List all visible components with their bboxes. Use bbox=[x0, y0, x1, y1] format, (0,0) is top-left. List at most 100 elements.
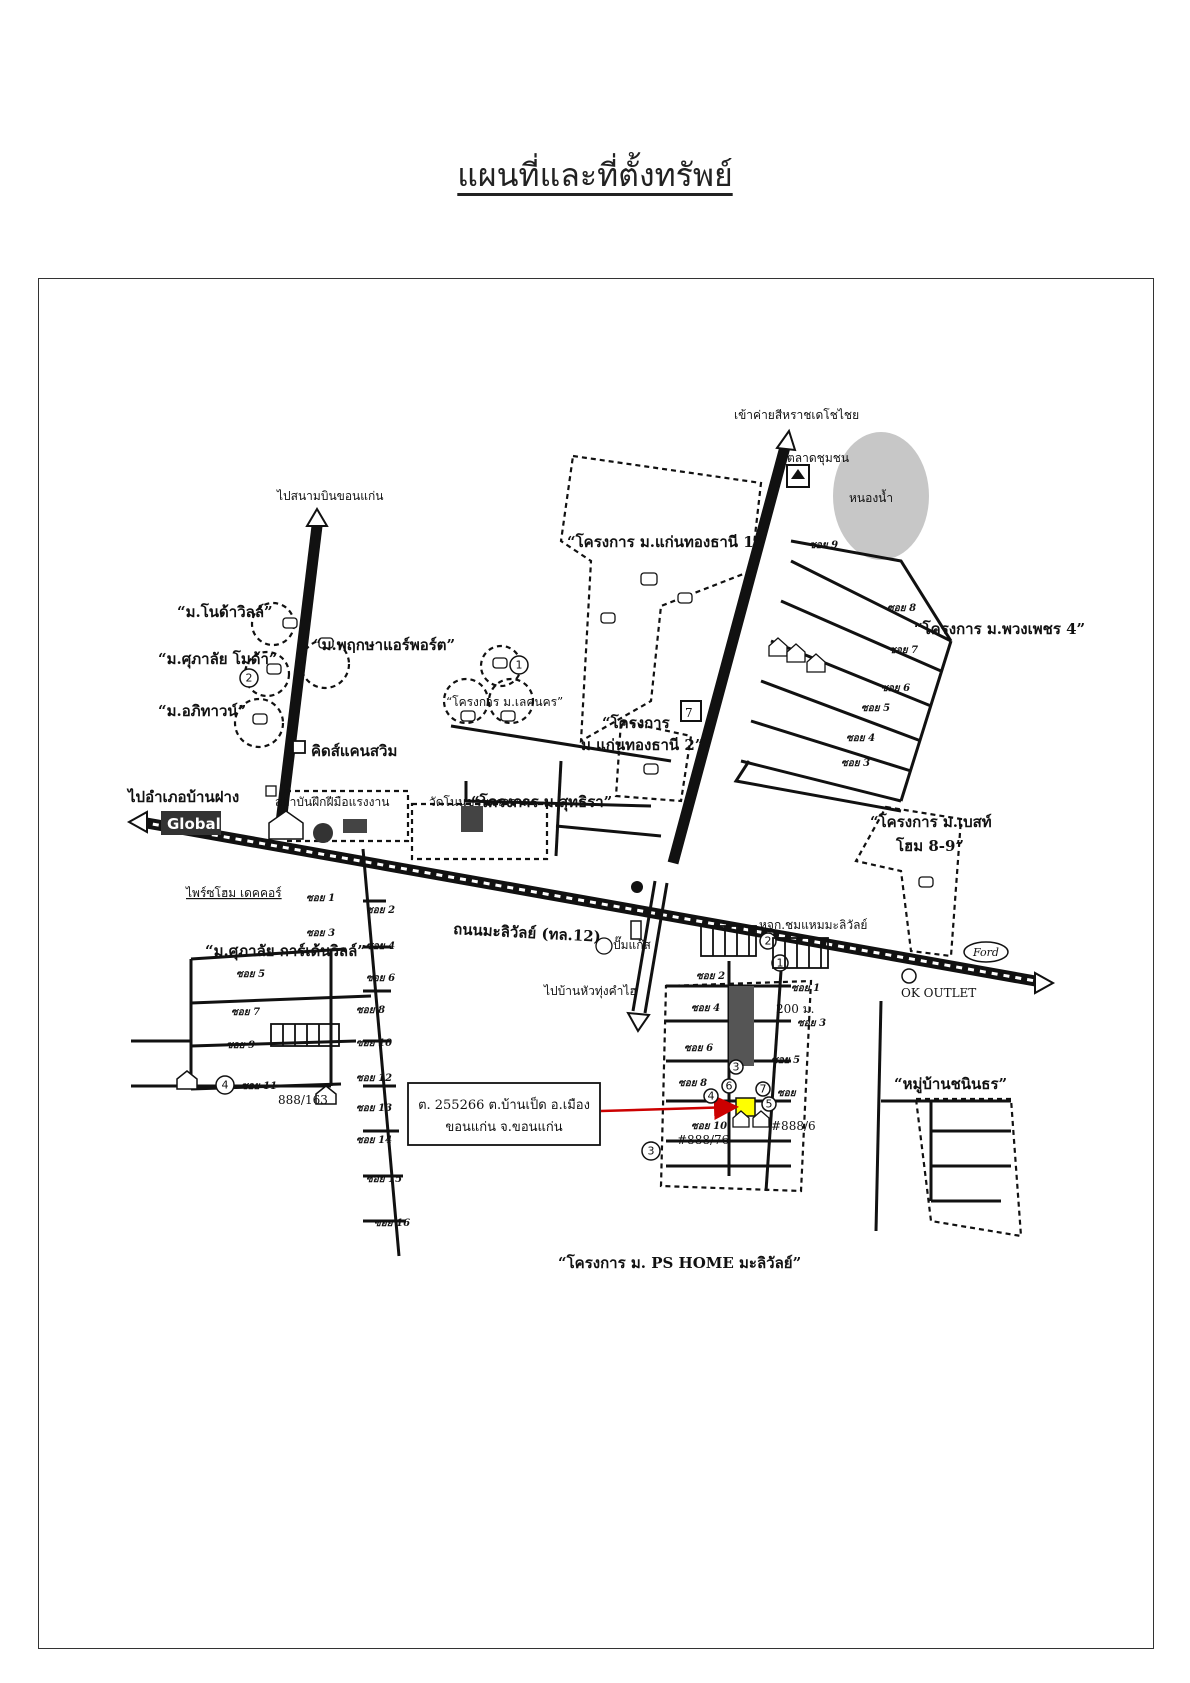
ford-logo-icon bbox=[963, 941, 1009, 963]
sutthira-block bbox=[450, 724, 672, 857]
arrow-south-icon bbox=[626, 1011, 651, 1033]
svg-text:ซอย 2: ซอย 2 bbox=[366, 905, 395, 916]
soi-labels-right: ซอย 9 ซอย 8 ซอย 7 ซอย 6 ซอย 5 ซอย 4 ซอย … bbox=[809, 540, 918, 769]
page-title: แผนที่และที่ตั้งทรัพย์ bbox=[457, 156, 733, 194]
svg-text:ซอย 3: ซอย 3 bbox=[306, 928, 335, 939]
project-area-center bbox=[659, 979, 813, 1193]
marker-2: 2 bbox=[765, 935, 772, 948]
pond-shape bbox=[833, 432, 929, 560]
subject-address-line-2: ขอนแก่น จ.ขอนแก่น bbox=[445, 1120, 562, 1135]
label-pond: หนองน้ำ bbox=[849, 489, 893, 505]
label-addr-888-6: #888/6 bbox=[771, 1119, 816, 1133]
house-icon bbox=[806, 653, 826, 673]
central-building bbox=[729, 986, 754, 1066]
car-icon bbox=[500, 710, 516, 722]
svg-text:ซอย 6: ซอย 6 bbox=[881, 683, 910, 694]
marker-2-west: 2 bbox=[246, 672, 253, 685]
label-school: หจก.ชมแหมมะลิวัลย์ bbox=[759, 918, 867, 932]
svg-text:ซอย 8: ซอย 8 bbox=[887, 603, 916, 614]
car-icon bbox=[282, 617, 298, 629]
skill-institute-icon bbox=[343, 819, 367, 833]
svg-text:ซอย 12: ซอย 12 bbox=[356, 1073, 392, 1084]
svg-text:ซอย 11: ซอย 11 bbox=[241, 1081, 277, 1092]
location-map: ต. 255266 ต.บ้านเป็ด อ.เมือง ขอนแก่น จ.ข… bbox=[126, 408, 1085, 1272]
svg-text:ซอย 7: ซอย 7 bbox=[231, 1007, 260, 1018]
svg-text:ซอย 1: ซอย 1 bbox=[791, 983, 820, 994]
svg-text:ซอย 8: ซอย 8 bbox=[356, 1005, 385, 1016]
marker-4: 4 bbox=[708, 1090, 715, 1103]
label-airport-project: “ม.พฤกษาแอร์พอร์ต” bbox=[313, 636, 455, 654]
project-circles bbox=[233, 601, 535, 749]
label-kaen-thong-1: “โครงการ ม.แก่นทองธานี 1” bbox=[567, 532, 762, 551]
svg-text:ซอย 5: ซอย 5 bbox=[861, 703, 890, 714]
gas-pump-icon bbox=[630, 920, 642, 940]
label-apitown: “ม.อภิทาวน์” bbox=[158, 702, 246, 720]
marker-3: 3 bbox=[733, 1061, 740, 1074]
car-icon bbox=[252, 713, 268, 725]
label-sutthira: “โครงการ ม.สุทธิรา” bbox=[471, 792, 612, 812]
svg-text:ซอย 7: ซอย 7 bbox=[889, 645, 918, 656]
house-icon bbox=[268, 810, 304, 840]
label-phuang-phet: “โครงการ ม.พวงเพชร 4” bbox=[914, 619, 1085, 638]
svg-text:ซอย 2: ซอย 2 bbox=[696, 971, 725, 982]
svg-text:ซอย 3: ซอย 3 bbox=[841, 758, 870, 769]
svg-text:ซอย 4: ซอย 4 bbox=[691, 1003, 720, 1014]
svg-text:ซอย 15: ซอย 15 bbox=[366, 1174, 402, 1185]
global-house-logo bbox=[161, 811, 221, 835]
marker-1: 1 bbox=[777, 957, 784, 970]
label-to-airport: ไปสนามบินขอนแก่น bbox=[276, 489, 383, 503]
label-novilla: “ม.โนด้าวิลล์” bbox=[177, 602, 273, 621]
label-to-camp: เข้าค่ายสีหราชเดโชไชย bbox=[734, 408, 859, 422]
central-grid bbox=[666, 961, 791, 1192]
marker-7: 7 bbox=[760, 1083, 767, 1096]
marker-3-south: 3 bbox=[648, 1145, 655, 1158]
label-chanin: “หมู่บ้านชนินธร” bbox=[894, 1075, 1007, 1094]
temple-icon bbox=[461, 806, 483, 832]
svg-text:ซอย 6: ซอย 6 bbox=[366, 973, 395, 984]
label-gas: ปั๊มแก๊ส bbox=[613, 936, 652, 952]
road-to-huai-thung bbox=[626, 880, 669, 1033]
svg-text:7: 7 bbox=[685, 706, 693, 720]
marker-5: 5 bbox=[766, 1098, 773, 1111]
label-furniture: ไพร์ซโฮม เดคคอร์ bbox=[185, 886, 282, 900]
svg-text:ซอย: ซอย bbox=[777, 1088, 797, 1099]
project-area-kaen-thong-2 bbox=[614, 719, 693, 803]
label-distance: 200 ม. bbox=[776, 1002, 814, 1016]
house-icon bbox=[732, 1110, 750, 1128]
svg-text:ซอย 16: ซอย 16 bbox=[374, 1218, 410, 1229]
house-icon bbox=[752, 1110, 770, 1128]
label-kaen-thong-2-a: “โครงการ bbox=[602, 713, 671, 732]
label-main-road: ถนนมะลิวัลย์ (ทล.12) bbox=[453, 920, 601, 946]
svg-text:ซอย 9: ซอย 9 bbox=[226, 1040, 255, 1051]
label-addr-888-163: 888/163 bbox=[278, 1093, 328, 1107]
ok-outlet-icon bbox=[901, 968, 917, 984]
fuel-station-icon bbox=[631, 881, 643, 893]
label-suphalai-garden: “ม.ศุภาลัย การ์เด้นวิลล์” bbox=[205, 942, 366, 961]
label-ok-outlet: OK OUTLET bbox=[901, 986, 976, 1000]
svg-text:Ford: Ford bbox=[972, 946, 999, 959]
house-icon bbox=[176, 1070, 198, 1090]
label-addr-888-76: #888/76 bbox=[677, 1133, 729, 1147]
arrow-north-icon bbox=[305, 507, 329, 527]
svg-text:ซอย 5: ซอย 5 bbox=[236, 969, 265, 980]
car-brand-icon bbox=[595, 937, 613, 955]
label-ps-home: “โครงการ ม. PS HOME มะลิวัลย์” bbox=[558, 1253, 801, 1272]
soi-labels-center: ซอย 2 ซอย 4 ซอย 6 ซอย 8 ซอย 10 ซอย 1 ซอย… bbox=[678, 971, 826, 1132]
car-icon bbox=[640, 572, 658, 586]
landmark-icons: 7 Global Ford bbox=[161, 464, 1009, 1128]
house-icon bbox=[768, 637, 788, 657]
house-icon bbox=[786, 643, 806, 663]
car-icon bbox=[266, 663, 282, 675]
svg-text:ซอย 6: ซอย 6 bbox=[684, 1043, 713, 1054]
label-suphalai-mode: “ม.ศุภาลัย โมด้า” bbox=[158, 649, 278, 669]
svg-text:ซอย 14: ซอย 14 bbox=[356, 1135, 392, 1146]
svg-text:ซอย 1: ซอย 1 bbox=[306, 893, 335, 904]
arrow-east-icon bbox=[1034, 971, 1056, 995]
car-icon bbox=[677, 592, 693, 604]
label-to-ban-fang: ไปอำเภอบ้านฝาง bbox=[126, 787, 239, 806]
shop-rows bbox=[270, 925, 829, 1047]
car-icon bbox=[318, 637, 334, 649]
left-grid bbox=[131, 848, 406, 1257]
svg-text:ซอย 8: ซอย 8 bbox=[678, 1078, 707, 1089]
seven-eleven-icon bbox=[680, 700, 702, 722]
